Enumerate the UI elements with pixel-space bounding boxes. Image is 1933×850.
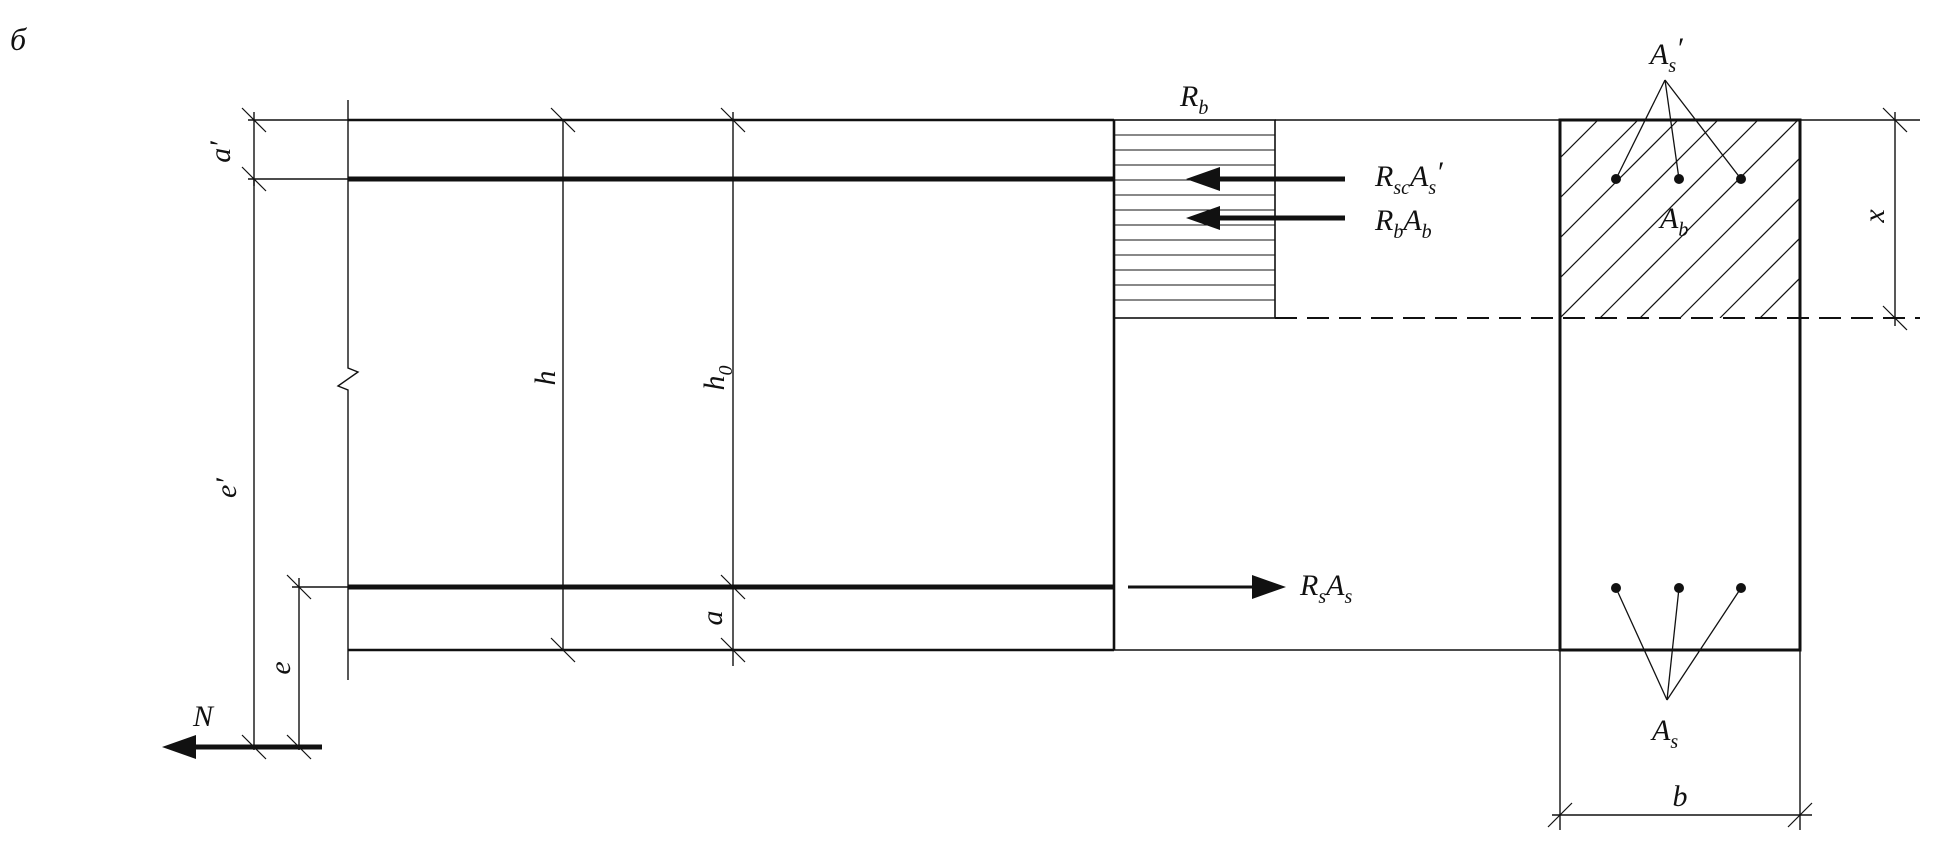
label-As: As [1650,714,1678,753]
label-Rs-As: RsAs [1299,569,1352,608]
label-R-b: Rb [1179,80,1208,119]
beam-break-line [336,100,360,680]
label-As-prime: As′ [1648,32,1683,77]
label-h: h [529,371,562,386]
beam-dimensions: h h0 a [529,107,746,666]
dim-h-tick-top [550,107,576,133]
label-h0: h0 [698,366,737,391]
label-e: e [264,661,297,674]
dim-h-tick-bottom [550,637,576,663]
figure-letter: б [10,21,27,57]
dim-e-tick-top [286,574,312,600]
section-outline [1558,118,1802,652]
label-Rb-Ab: RbAb [1374,204,1432,243]
label-b: b [1673,780,1688,813]
label-a-prime: a′ [204,141,237,163]
dim-a-prime-tick-top [241,107,267,133]
force-Rsc-arrowhead [1186,167,1220,191]
dim-h0-tick-mid [720,574,746,600]
label-N: N [192,700,215,733]
leader-lines-As-prime [1615,79,1742,180]
outer-left-dimensions: a′ e′ e N [162,107,348,760]
stress-diagram: Rb RscAs′ RbAb RsAs [1113,80,1560,651]
dim-h0-tick-bottom [720,637,746,663]
force-Rs-arrowhead [1252,575,1286,599]
label-a: a [696,611,729,626]
cross-section: As′ Ab As x b [1275,32,1920,830]
force-N-arrowhead [162,735,196,759]
label-Ab: Ab [1658,202,1688,241]
dim-b-tick-right [1787,802,1813,828]
dim-h0-tick-top [720,107,746,133]
dim-x-tick-top [1882,107,1908,133]
leader-lines-As [1615,587,1742,701]
label-Rsc-As-prime: RscAs′ [1374,156,1443,199]
label-x: x [1858,209,1891,224]
dim-x-tick-bottom [1882,305,1908,331]
label-e-prime: e′ [210,478,243,498]
force-Rb-arrowhead [1186,206,1220,230]
dim-b-tick-left [1547,802,1573,828]
